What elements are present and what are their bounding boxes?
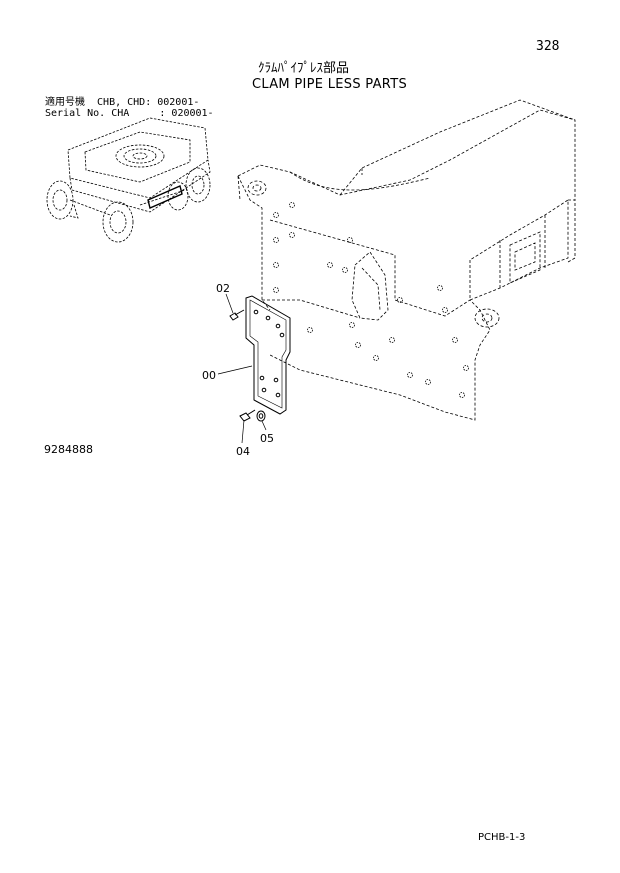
title-english: CLAM PIPE LESS PARTS	[252, 77, 407, 92]
machine-thumbnail	[46, 117, 211, 243]
footer-code: PCHB-1-3	[478, 832, 526, 843]
page-number: 328	[536, 39, 560, 54]
callout-05: 05	[260, 432, 274, 445]
bolt-02	[229, 309, 245, 321]
frame-bolt-holes	[273, 202, 469, 398]
callout-00: 00	[202, 369, 216, 382]
bracket-plate-00	[245, 295, 291, 415]
callout-04: 04	[236, 445, 250, 458]
figure-number: 9284888	[44, 443, 93, 456]
frame-phantom	[237, 99, 576, 421]
thumbnail-highlight	[147, 185, 183, 209]
title-japanese: ｸﾗﾑﾊﾟｲﾌﾟﾚｽ部品	[258, 61, 350, 76]
callout-02: 02	[216, 282, 230, 295]
washer-05	[256, 410, 266, 422]
leader-lines	[217, 293, 267, 444]
applicability-line-2: Serial No. CHA : 020001-	[45, 108, 214, 119]
applicability-line-1: 適用号機 CHB, CHD: 002001-	[45, 97, 200, 108]
bolt-04	[239, 409, 256, 422]
